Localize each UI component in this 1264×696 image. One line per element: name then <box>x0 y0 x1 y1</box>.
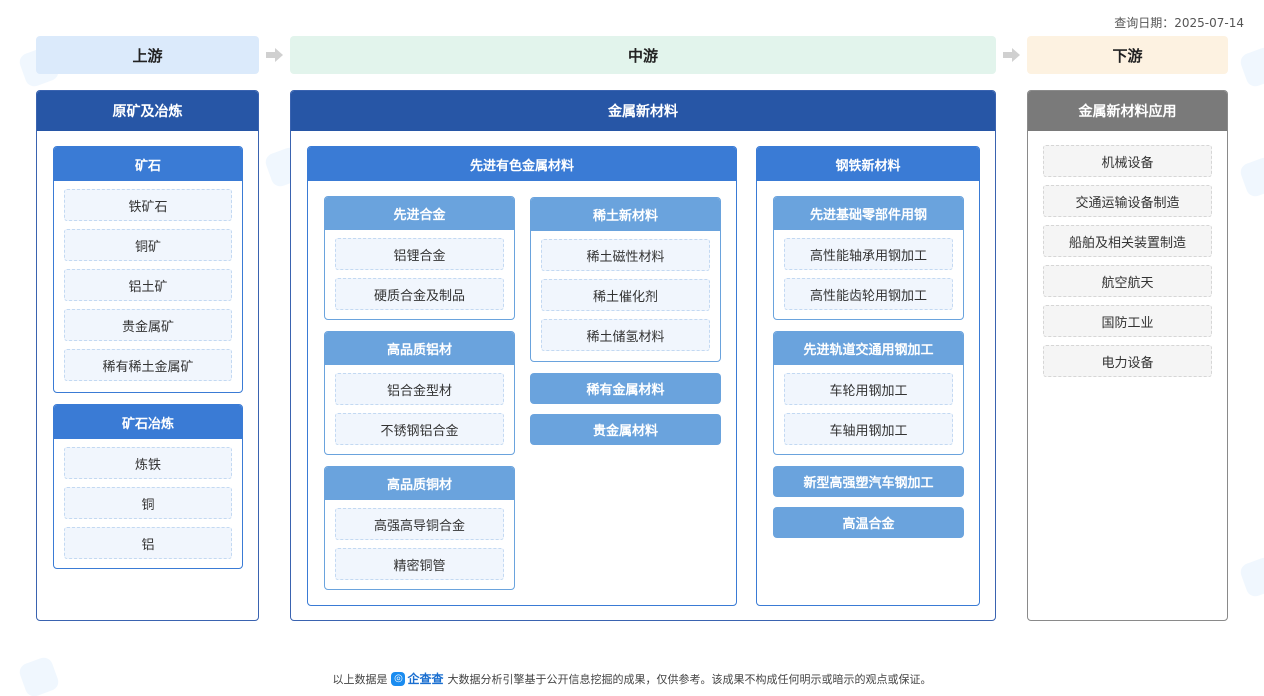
sub-base-parts-steel: 先进基础零部件用钢 高性能轴承用钢加工 高性能齿轮用钢加工 <box>773 196 964 320</box>
arrow-right-icon <box>266 48 283 62</box>
sub-copper: 高品质铜材 高强高导铜合金 精密铜管 <box>324 466 515 590</box>
arrow-right-icon <box>1003 48 1020 62</box>
group-nonferrous-title: 先进有色金属材料 <box>308 147 736 181</box>
list-item: 贵金属矿 <box>64 309 232 341</box>
list-item: 机械设备 <box>1043 145 1212 177</box>
downstream-title: 金属新材料应用 <box>1028 91 1227 131</box>
qcc-logo-icon: ◎ <box>391 671 406 686</box>
stage-downstream-label: 下游 <box>1112 46 1143 65</box>
list-item: 船舶及相关装置制造 <box>1043 225 1212 257</box>
downstream-column: 金属新材料应用 机械设备 交通运输设备制造 船舶及相关装置制造 航空航天 国防工… <box>1027 90 1228 621</box>
list-item: 不锈钢铝合金 <box>335 413 504 445</box>
midstream-column: 金属新材料 先进有色金属材料 先进合金 铝锂合金 硬质合金及制品 高品质铝材 铝… <box>290 90 996 621</box>
upstream-column: 原矿及冶炼 矿石 铁矿石 铜矿 铝土矿 贵金属矿 稀有稀土金属矿 矿石冶炼 炼铁… <box>36 90 259 621</box>
list-item: 铝土矿 <box>64 269 232 301</box>
query-date: 查询日期：2025-07-14 <box>1114 16 1244 30</box>
group-ore: 矿石 铁矿石 铜矿 铝土矿 贵金属矿 稀有稀土金属矿 <box>53 146 243 393</box>
footer-suffix: 大数据分析引擎基于公开信息挖掘的成果，仅供参考。该成果不构成任何明示或暗示的观点… <box>447 672 932 686</box>
upstream-title: 原矿及冶炼 <box>37 91 258 131</box>
list-item: 高性能轴承用钢加工 <box>784 238 953 270</box>
group-nonferrous: 先进有色金属材料 先进合金 铝锂合金 硬质合金及制品 高品质铝材 铝合金型材 不… <box>307 146 737 606</box>
list-item: 交通运输设备制造 <box>1043 185 1212 217</box>
list-item: 车轮用钢加工 <box>784 373 953 405</box>
list-item: 高强高导铜合金 <box>335 508 504 540</box>
stage-midstream: 中游 <box>290 36 996 74</box>
list-item: 电力设备 <box>1043 345 1212 377</box>
list-item: 铜矿 <box>64 229 232 261</box>
sub-rare-earth: 稀土新材料 稀土磁性材料 稀土催化剂 稀土储氢材料 <box>530 197 721 362</box>
list-item: 车轴用钢加工 <box>784 413 953 445</box>
list-item: 铁矿石 <box>64 189 232 221</box>
list-item: 铝锂合金 <box>335 238 504 270</box>
sub-advanced-alloy-title: 先进合金 <box>325 197 514 230</box>
footer-prefix: 以上数据是 <box>332 672 388 686</box>
midstream-title: 金属新材料 <box>291 91 995 131</box>
group-smelting-title: 矿石冶炼 <box>54 405 242 439</box>
list-item: 铜 <box>64 487 232 519</box>
group-ore-title: 矿石 <box>54 147 242 181</box>
stage-upstream: 上游 <box>36 36 259 74</box>
stage-upstream-label: 上游 <box>132 46 163 65</box>
sub-advanced-alloy: 先进合金 铝锂合金 硬质合金及制品 <box>324 196 515 320</box>
pill-rare-metal: 稀有金属材料 <box>530 373 721 404</box>
sub-base-parts-steel-title: 先进基础零部件用钢 <box>774 197 963 230</box>
sub-aluminum-title: 高品质铝材 <box>325 332 514 365</box>
list-item: 精密铜管 <box>335 548 504 580</box>
stage-midstream-label: 中游 <box>627 46 658 65</box>
list-item: 稀土催化剂 <box>541 279 710 311</box>
sub-rare-earth-title: 稀土新材料 <box>531 198 720 231</box>
qcc-logo-text: 企查查 <box>407 672 444 686</box>
sub-rail-steel-title: 先进轨道交通用钢加工 <box>774 332 963 365</box>
list-item: 硬质合金及制品 <box>335 278 504 310</box>
watermark-icon <box>1238 155 1264 199</box>
sub-copper-title: 高品质铜材 <box>325 467 514 500</box>
watermark-icon <box>1238 45 1264 89</box>
list-item: 稀有稀土金属矿 <box>64 349 232 381</box>
group-steel: 钢铁新材料 先进基础零部件用钢 高性能轴承用钢加工 高性能齿轮用钢加工 先进轨道… <box>756 146 980 606</box>
disclaimer-footer: 以上数据是 ◎ 企查查 大数据分析引擎基于公开信息挖掘的成果，仅供参考。该成果不… <box>0 670 1264 687</box>
list-item: 国防工业 <box>1043 305 1212 337</box>
list-item: 航空航天 <box>1043 265 1212 297</box>
stage-downstream: 下游 <box>1027 36 1228 74</box>
pill-precious-metal: 贵金属材料 <box>530 414 721 445</box>
list-item: 铝合金型材 <box>335 373 504 405</box>
watermark-icon <box>1238 555 1264 599</box>
sub-rail-steel: 先进轨道交通用钢加工 车轮用钢加工 车轴用钢加工 <box>773 331 964 455</box>
pill-auto-steel: 新型高强塑汽车钢加工 <box>773 466 964 497</box>
list-item: 稀土磁性材料 <box>541 239 710 271</box>
list-item: 稀土储氢材料 <box>541 319 710 351</box>
group-smelting: 矿石冶炼 炼铁 铜 铝 <box>53 404 243 569</box>
list-item: 炼铁 <box>64 447 232 479</box>
qcc-logo: ◎ 企查查 <box>391 670 444 687</box>
list-item: 铝 <box>64 527 232 559</box>
group-steel-title: 钢铁新材料 <box>757 147 979 181</box>
pill-superalloy: 高温合金 <box>773 507 964 538</box>
list-item: 高性能齿轮用钢加工 <box>784 278 953 310</box>
sub-aluminum: 高品质铝材 铝合金型材 不锈钢铝合金 <box>324 331 515 455</box>
